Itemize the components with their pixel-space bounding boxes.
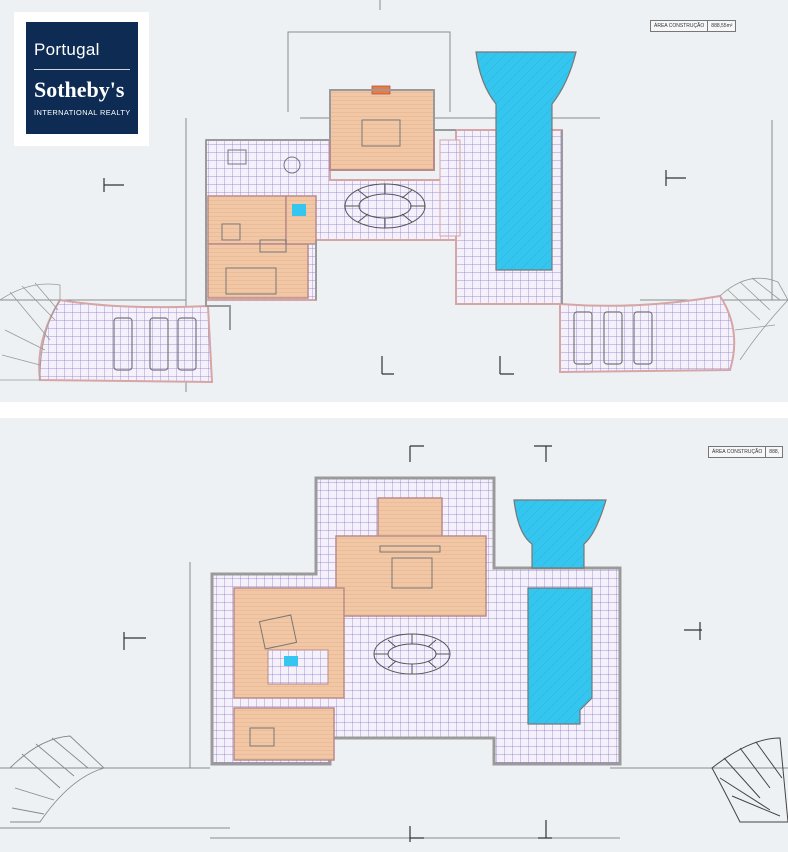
floor-plan-upper-drawing (0, 0, 788, 392)
main-salon (335, 535, 487, 617)
floor-plan-lower-drawing (0, 445, 788, 842)
right-terrace (559, 294, 736, 374)
living-furniture (221, 149, 301, 295)
section-markers (103, 170, 686, 375)
logo-brand-name: Sotheby's (34, 77, 125, 102)
bath (285, 195, 317, 245)
small-pool (513, 499, 607, 569)
living-room-upper (207, 195, 287, 245)
tiled-bath (267, 649, 329, 685)
sheet-separator (0, 402, 788, 418)
left-fan-paving (0, 282, 61, 381)
left-terrace-loungers (113, 317, 197, 371)
floor-plan-upper: ÁREA CONSTRUÇÃO 888,55m² Portugal Sotheb… (0, 0, 788, 402)
floor-plan-lower: ÁREA CONSTRUÇÃO 888, (0, 418, 788, 852)
area-box-lower: ÁREA CONSTRUÇÃO 888, (708, 446, 784, 458)
walls (205, 89, 563, 330)
area-label-lower: ÁREA CONSTRUÇÃO (712, 449, 763, 455)
lower-furniture (249, 545, 441, 747)
brand-logo-panel: Portugal Sotheby's INTERNATIONAL REALTY (26, 22, 138, 134)
right-terrace-loungers (573, 311, 653, 365)
bath-fixtures (292, 204, 306, 216)
area-box-upper: ÁREA CONSTRUÇÃO 888,55m² (650, 20, 737, 32)
area-label-upper: ÁREA CONSTRUÇÃO (654, 23, 705, 29)
living-room-lower (207, 243, 309, 299)
logo-divider (34, 69, 130, 70)
swimming-pool (475, 51, 577, 271)
bottom-room (233, 707, 335, 761)
left-fan-paving-lower (9, 735, 105, 823)
pool-side-terrace (439, 139, 461, 237)
area-value-upper: 888,55m² (707, 21, 735, 31)
large-pool (527, 587, 593, 725)
upper-salon (377, 497, 443, 541)
area-value-lower: 888, (765, 447, 782, 457)
section-markers-lower (123, 445, 702, 842)
brand-logo: Portugal Sotheby's INTERNATIONAL REALTY (14, 12, 149, 146)
dining-room (329, 89, 435, 171)
bath-fixtures-lower (284, 656, 298, 666)
staircase (344, 183, 426, 229)
logo-subtitle: INTERNATIONAL REALTY (34, 108, 131, 117)
logo-portugal-text: Portugal (34, 40, 100, 59)
right-fan-paving (719, 277, 788, 361)
staircase-lower (373, 633, 451, 675)
right-fan-paving-lower (711, 737, 788, 823)
dining-table (361, 119, 401, 147)
